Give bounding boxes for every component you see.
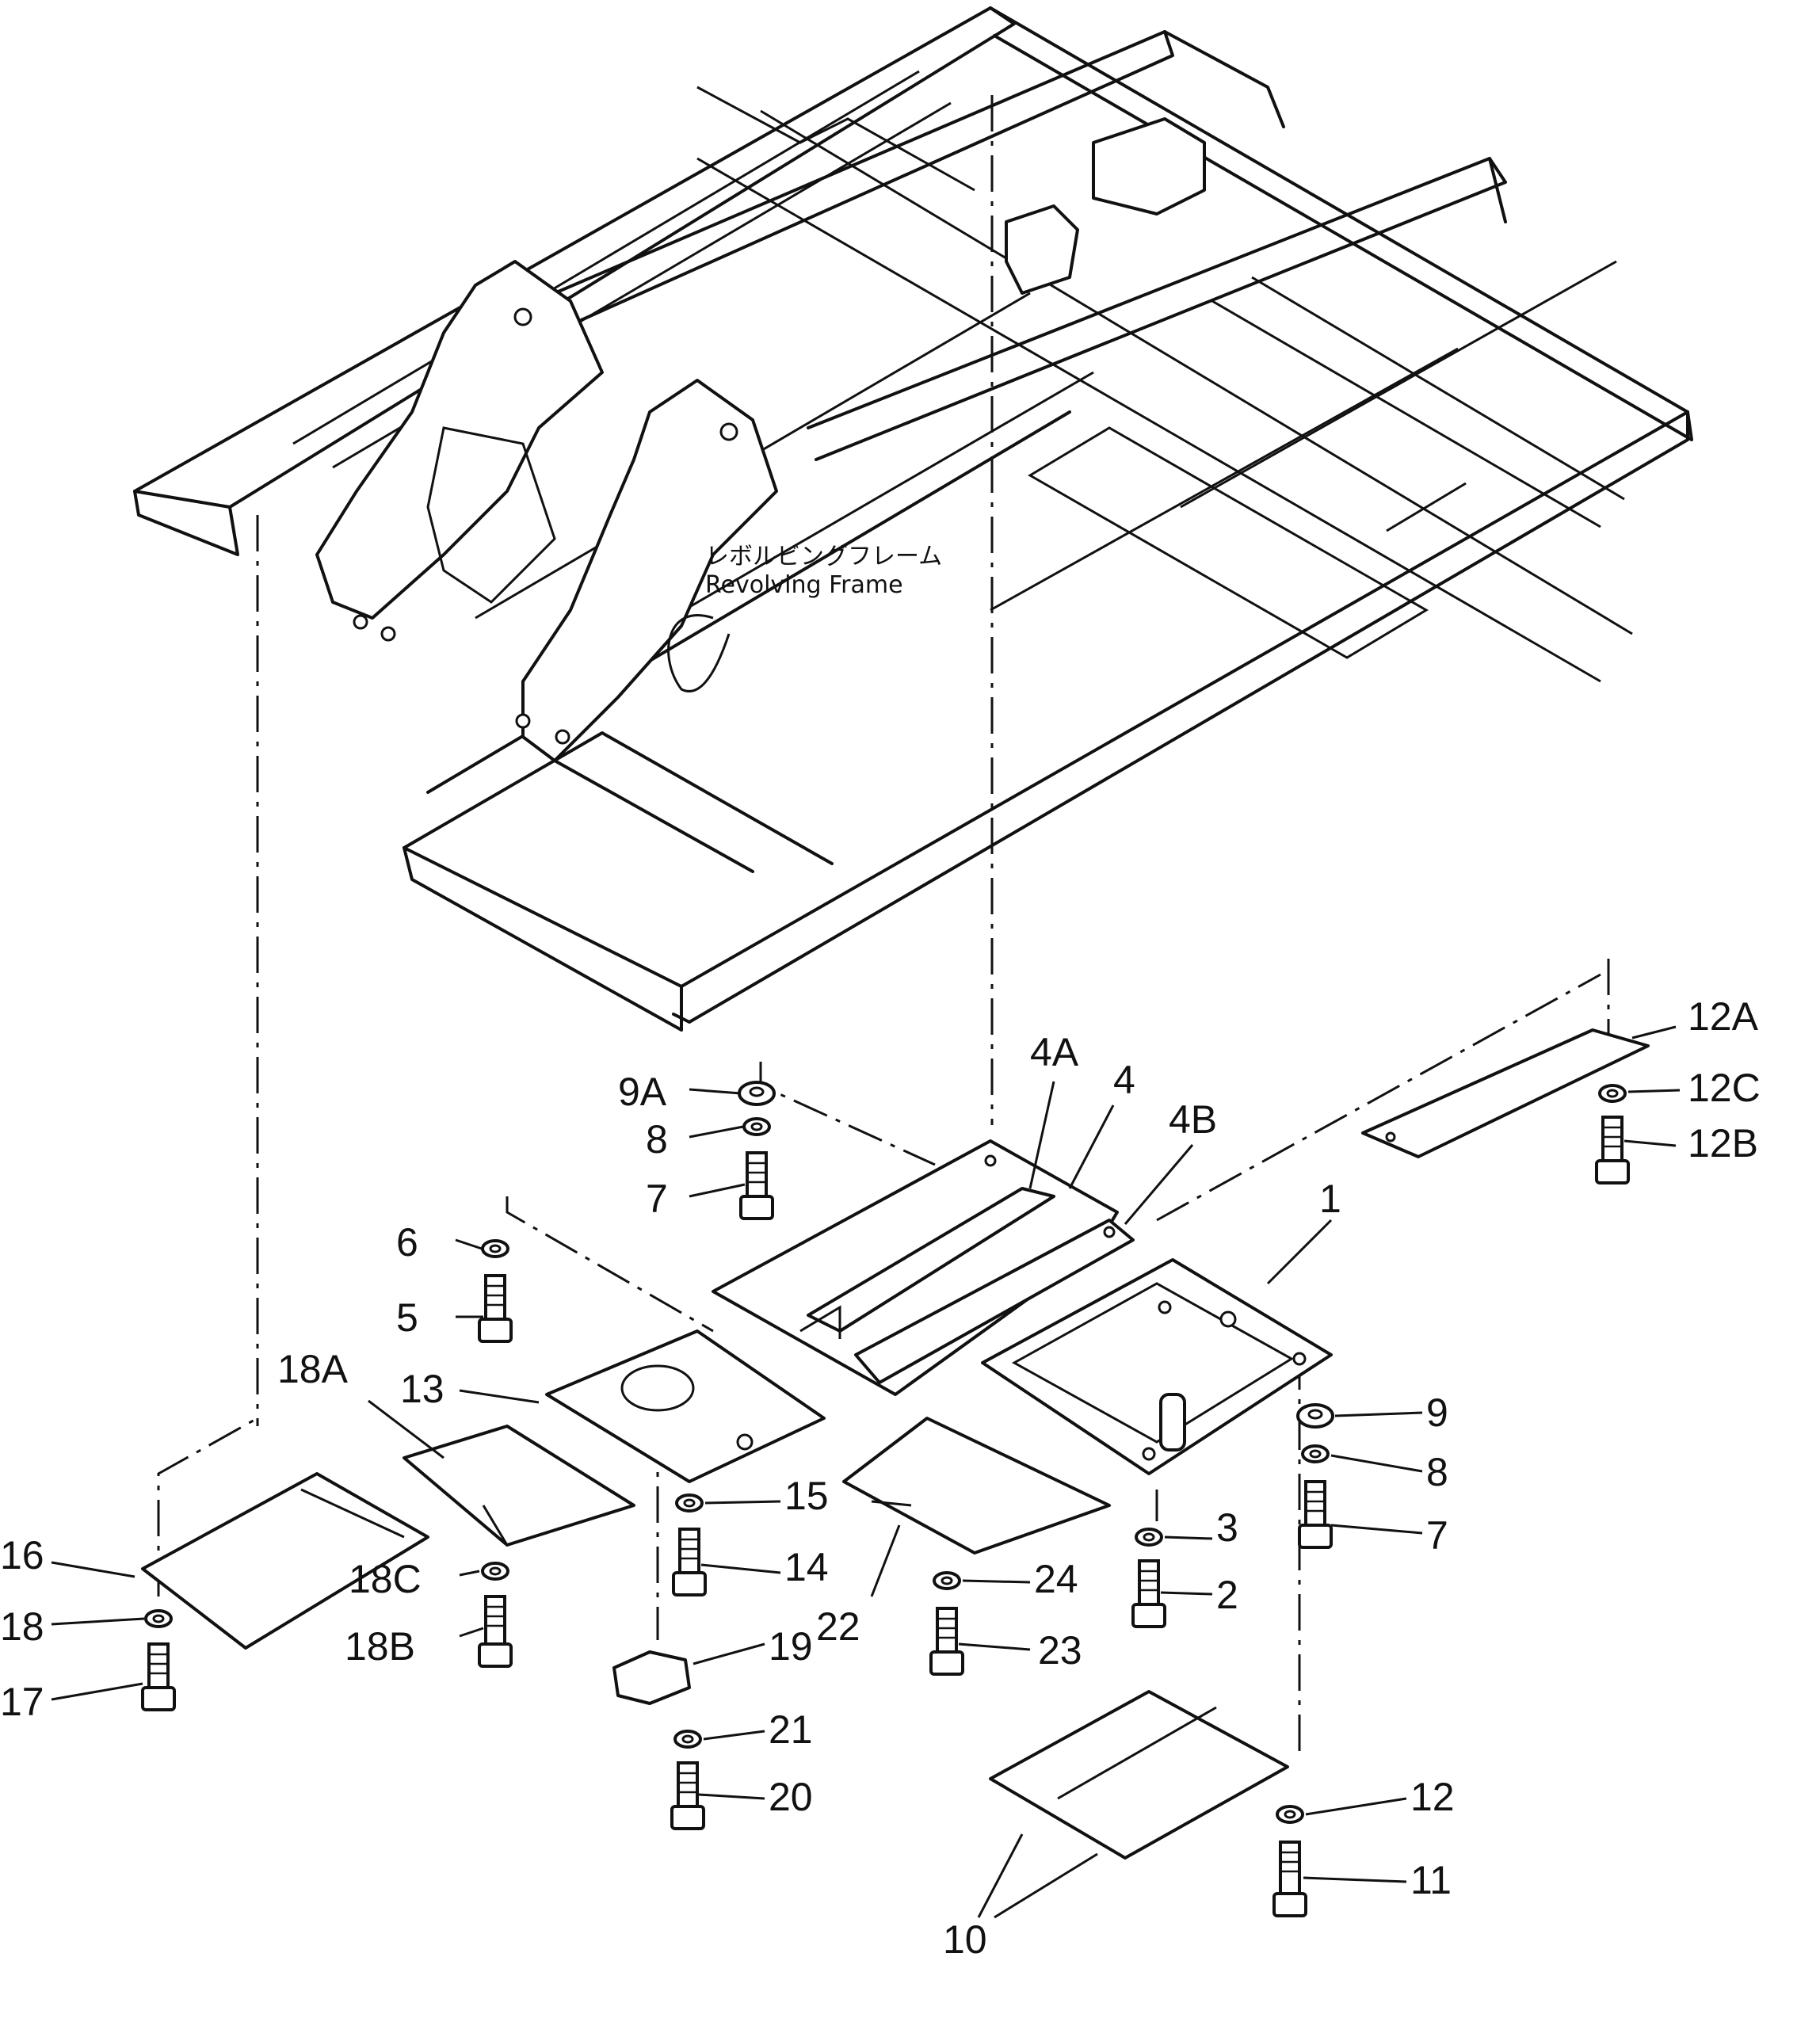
revolving-frame: レボルビングフレーム Revolving Frame: [133, 6, 1693, 1032]
washer-12: [1276, 1805, 1304, 1824]
label-4B: 4B: [1169, 1097, 1217, 1142]
washer-24: [933, 1571, 961, 1590]
bolt-23: [929, 1607, 964, 1676]
washer-12C: [1598, 1084, 1627, 1103]
bolt-18B: [478, 1595, 513, 1668]
label-9: 9: [1426, 1390, 1448, 1435]
cover-plate-22: [842, 1417, 1111, 1555]
cover-plate-10: [989, 1690, 1289, 1860]
part-labels: 12A 12C 12B 9A 8 7 4A 4 4B 1 6 5 18A 13 …: [0, 994, 1761, 1962]
label-6: 6: [396, 1220, 418, 1265]
washer-18: [144, 1609, 173, 1628]
bolt-12B: [1595, 1116, 1630, 1184]
label-7b: 7: [1426, 1513, 1448, 1558]
frame-title-jp: レボルビングフレーム: [705, 543, 942, 570]
label-9A: 9A: [618, 1070, 667, 1114]
label-22: 22: [816, 1604, 860, 1649]
label-23: 23: [1038, 1628, 1082, 1673]
washer-9: [1296, 1403, 1334, 1429]
cover-plate-13: [545, 1329, 826, 1483]
bolt-2: [1131, 1559, 1166, 1628]
washer-21: [673, 1730, 702, 1749]
label-17: 17: [0, 1680, 44, 1724]
fasteners: [141, 1081, 1630, 1917]
label-4: 4: [1113, 1058, 1135, 1102]
bolt-20: [670, 1761, 705, 1830]
washer-18C: [481, 1562, 509, 1581]
label-12: 12: [1410, 1775, 1455, 1819]
label-16: 16: [0, 1533, 44, 1577]
label-4A: 4A: [1030, 1030, 1079, 1074]
rail-4A: [807, 1187, 1055, 1333]
bolt-7b: [1298, 1480, 1333, 1549]
cover-plates: [141, 1028, 1650, 1860]
washer-9A: [738, 1081, 776, 1106]
leader-lines: [51, 1025, 1681, 1919]
label-5: 5: [396, 1295, 418, 1340]
bolt-14: [672, 1528, 707, 1596]
label-18C: 18C: [349, 1557, 422, 1601]
label-18: 18: [0, 1604, 44, 1649]
label-1: 1: [1319, 1177, 1341, 1221]
frame-title-en: Revolving Frame: [705, 571, 903, 599]
label-18A: 18A: [277, 1347, 349, 1391]
label-12C: 12C: [1688, 1066, 1761, 1110]
label-14: 14: [784, 1545, 829, 1589]
label-12B: 12B: [1688, 1121, 1758, 1165]
cover-plate-16: [141, 1472, 429, 1650]
bolt-5: [478, 1274, 513, 1343]
cover-plate-1: [981, 1258, 1333, 1475]
washer-3: [1135, 1528, 1163, 1547]
rail-4B: [854, 1219, 1135, 1384]
label-11: 11: [1410, 1858, 1452, 1902]
cover-plate-12A: [1361, 1028, 1650, 1158]
label-8a: 8: [646, 1117, 668, 1162]
label-10: 10: [943, 1917, 987, 1962]
label-12A: 12A: [1688, 994, 1759, 1039]
cover-plate-18A: [403, 1425, 635, 1547]
washer-8b: [1301, 1444, 1330, 1463]
bolt-11: [1272, 1841, 1307, 1917]
bolt-7a: [739, 1151, 774, 1220]
bolt-17: [141, 1642, 176, 1711]
label-15: 15: [784, 1474, 829, 1518]
label-2: 2: [1216, 1573, 1238, 1617]
washer-15: [675, 1493, 704, 1513]
washer-8a: [742, 1117, 771, 1136]
label-7a: 7: [646, 1177, 668, 1221]
label-19: 19: [769, 1624, 813, 1669]
label-18B: 18B: [345, 1624, 415, 1669]
label-20: 20: [769, 1775, 813, 1819]
label-8b: 8: [1426, 1450, 1448, 1494]
cover-plate-19: [612, 1650, 691, 1705]
washer-6: [481, 1239, 509, 1258]
label-3: 3: [1216, 1505, 1238, 1550]
pin-1: [1159, 1393, 1186, 1452]
label-13: 13: [400, 1367, 445, 1411]
label-21: 21: [769, 1707, 813, 1752]
label-24: 24: [1034, 1557, 1078, 1601]
